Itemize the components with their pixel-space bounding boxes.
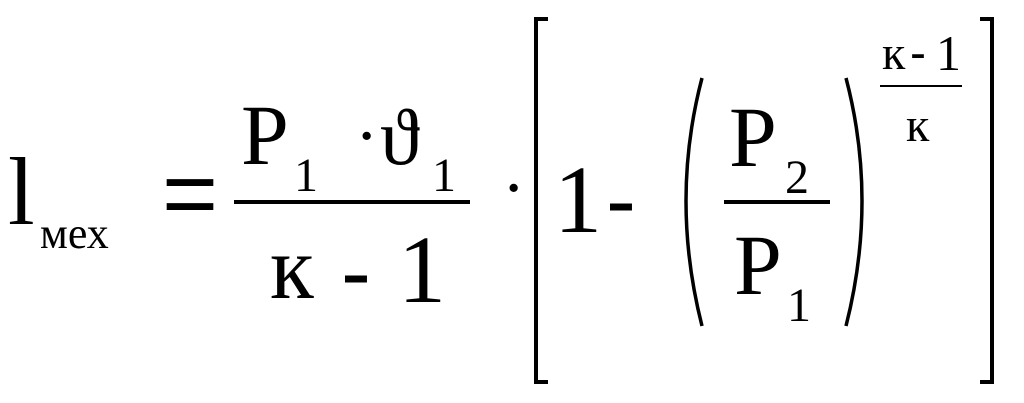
frac1-den-one: 1 [398, 216, 446, 323]
bracket-one: 1 [554, 146, 602, 253]
left-paren [684, 77, 704, 327]
left-square-bracket [534, 17, 548, 384]
frac1-num-p: P [241, 87, 289, 183]
frac1-den-k: к [270, 219, 314, 318]
right-paren [844, 77, 864, 327]
frac1-num-theta: ϑ [380, 94, 420, 182]
frac1-num-p-sub: 1 [294, 149, 318, 202]
ratio-den-sub: 1 [787, 279, 811, 332]
exp-num-one: 1 [936, 25, 961, 81]
frac1-den-minus: - [341, 223, 371, 323]
frac1-num-dot: · [355, 98, 379, 175]
bracket-minus: - [606, 151, 636, 251]
ratio-num-p: P [729, 89, 777, 185]
lhs-symbol: l [8, 138, 35, 245]
ratio-bar [724, 200, 830, 204]
frac1-bar [234, 200, 470, 204]
ratio-num-sub: 2 [785, 151, 809, 204]
equals-sign: = [162, 140, 219, 247]
exp-num-k: к [882, 27, 906, 80]
exp-num-minus: - [910, 27, 926, 80]
mul-dot: · [502, 150, 526, 227]
frac1-num-theta-sub: 1 [432, 149, 456, 202]
right-square-bracket [980, 17, 994, 384]
lhs-subscript: мех [40, 209, 109, 258]
exp-den-k: к [906, 99, 930, 152]
exp-bar [880, 85, 962, 87]
ratio-den-p: P [734, 217, 782, 313]
